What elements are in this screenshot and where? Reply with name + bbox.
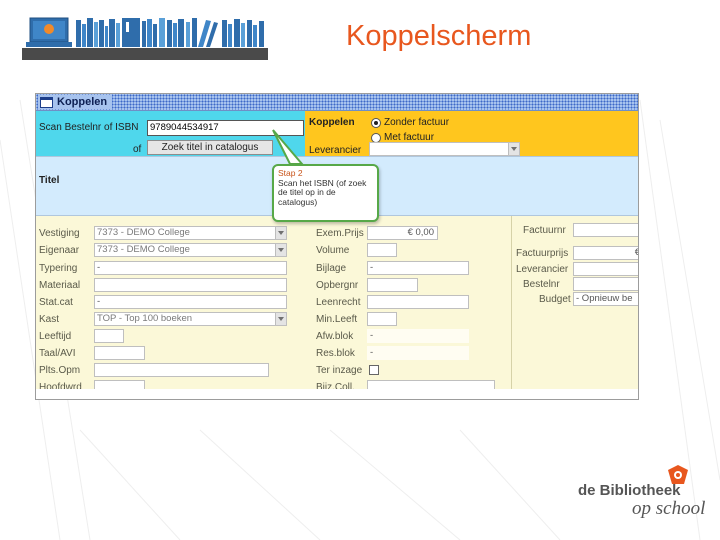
scan-label: Scan Bestelnr of ISBN [39,122,139,133]
field-label: Leenrecht [316,297,361,308]
res-blok-field[interactable]: - [367,346,469,360]
field-label: Leverancier [516,264,569,275]
field-label: Ter inzage [316,365,363,376]
logo-line1: de Bibliotheek [578,482,681,499]
kast-select[interactable]: TOP - Top 100 boeken [94,312,287,326]
factuurnr-field[interactable] [573,223,638,237]
taal-avi-field[interactable] [94,346,145,360]
of-label: of [133,144,142,155]
afw-blok-field[interactable]: - [367,329,469,343]
isbn-input[interactable] [147,120,304,136]
field-label: Bijz.Coll. [316,382,355,393]
titel-label: Titel [39,175,60,186]
eigenaar-select[interactable]: 7373 - DEMO College [94,243,287,257]
leenrecht-field[interactable] [367,295,469,309]
exem-prijs-field[interactable]: € 0,00 [367,226,438,240]
field-label: Leeftijd [39,331,72,342]
stap2-callout: Stap 2 Scan het ISBN (of zoek de titel o… [272,164,379,222]
bibliotheek-logo-icon [668,465,688,484]
field-label: Vestiging [39,228,80,239]
chevron-down-icon [275,227,286,239]
field-label: Plts.Opm [39,365,81,376]
select-value: 7373 - DEMO College [97,244,190,255]
logo-line2: op school [632,498,706,519]
field-label: Opbergnr [316,280,359,291]
field-label: Eigenaar [39,245,80,256]
zonder-factuur-label: Zonder factuur [384,117,450,128]
koppelen-panel: Koppelen Zonder factuur Met factuur Leve… [305,111,638,156]
select-value: TOP - Top 100 boeken [97,313,193,324]
window-title: Koppelen [57,96,108,108]
field-label: Afw.blok [316,331,354,342]
field-label: Stat.cat [39,297,73,308]
bibliotheek-logo: de Bibliotheek op school [578,464,706,524]
callout-arrow-icon [272,129,305,165]
koppelen-label: Koppelen [309,117,355,128]
field-label: Materiaal [39,280,81,291]
window-titlebar: Koppelen [36,94,638,111]
laptop-icon [26,17,72,47]
min-leeft-field[interactable] [367,312,397,326]
zonder-factuur-radio[interactable] [371,118,381,128]
bestelnr-field[interactable] [573,277,638,291]
torn-edge [36,389,638,399]
select-value: 7373 - DEMO College [97,227,190,238]
window-icon [40,96,53,108]
field-label: Bestelnr [523,279,560,290]
field-label: Kast [39,314,60,325]
leeftijd-field[interactable] [94,329,124,343]
vestiging-select[interactable]: 7373 - DEMO College [94,226,287,240]
search-catalog-button[interactable]: Zoek titel in catalogus [147,140,273,155]
field-label: Exem.Prijs [316,228,364,239]
plts-opm-field[interactable] [94,363,269,377]
bijlage-field[interactable]: - [367,261,469,275]
chevron-down-icon [275,313,286,325]
field-label: Taal/AVI [39,348,76,359]
field-label: Res.blok [316,348,355,359]
volume-field[interactable] [367,243,397,257]
materiaal-field[interactable] [94,278,287,292]
slide-title: Koppelscherm [346,20,532,52]
field-label: Factuurprijs [516,248,569,259]
field-label: Budget [539,294,571,305]
callout-title: Stap 2 [278,168,303,178]
field-label: Volume [316,245,350,256]
met-factuur-label: Met factuur [384,132,435,143]
field-label: Hoofdwrd [39,382,82,393]
leverancier-label: Leverancier [309,145,362,156]
leverancier-select[interactable] [369,142,520,156]
field-label: Factuurnr [523,225,566,236]
chevron-down-icon [508,143,519,155]
factuurprijs-field[interactable]: € [573,246,638,260]
ter-inzage-checkbox[interactable] [369,365,379,375]
field-label: Bijlage [316,263,347,274]
scan-panel: Scan Bestelnr of ISBN of Zoek titel in c… [36,111,305,156]
bookshelf-banner-icon [22,17,268,60]
typering-field[interactable]: - [94,261,287,275]
field-label: Min.Leeft [316,314,358,325]
opbergnr-field[interactable] [367,278,418,292]
callout-text: Scan het ISBN (of zoek de titel op in de… [278,177,367,207]
invoice-panel [511,216,638,399]
field-label: Typering [39,263,78,274]
koppelen-window: Koppelen Scan Bestelnr of ISBN of Zoek t… [35,93,639,400]
leverancier-field[interactable] [573,262,638,276]
budget-field[interactable]: - Opnieuw be [573,292,638,306]
statcat-field[interactable]: - [94,295,287,309]
chevron-down-icon [275,244,286,256]
